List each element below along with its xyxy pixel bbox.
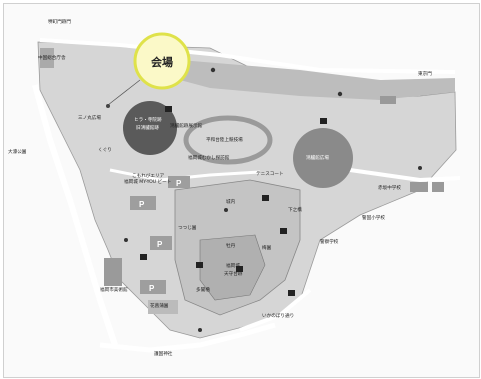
stadium-track — [183, 115, 273, 165]
label-center-small: 鴻臚館跡展示館 — [170, 124, 203, 129]
parking-area-1 — [130, 196, 156, 210]
label-top-left-building: 中国総合庁舎 — [38, 56, 66, 61]
road-south — [99, 322, 276, 353]
label-info-line2: 福岡城 MY-YOU ビート — [124, 180, 172, 185]
label-right-school2: 警察学校 — [320, 240, 339, 245]
parking-p-labels: P P P P — [139, 179, 182, 293]
venue-pointer-line — [107, 79, 141, 106]
label-tennis: テニスコート — [256, 172, 284, 177]
building-museum — [104, 258, 122, 286]
label-map-small3: 多聞櫓 — [196, 288, 210, 293]
svg-text:P: P — [157, 240, 163, 249]
label-tsutsuji: つつじ園 — [178, 226, 197, 231]
label-dark-circle: ヒラ・寺院跡 — [134, 118, 162, 123]
parking-area-2 — [150, 236, 172, 250]
label-right-circle: 鴻臚館広場 — [306, 156, 329, 161]
label-right-label: 警固小学校 — [362, 216, 385, 221]
label-tenshu: 天守台跡 — [224, 272, 243, 277]
label-left-facility: 福岡市美術館 — [100, 288, 128, 293]
toilet-markers — [140, 106, 327, 296]
label-center-building: 平和台陸上競技場 — [206, 138, 243, 143]
label-bottom-street: いかのぼり通り — [262, 314, 295, 319]
venue-label: 会場 — [151, 56, 173, 69]
label-center-small2: 福岡城むかし探訪館 — [188, 156, 230, 161]
label-peony: 牡丹 — [226, 244, 236, 249]
right-circle-area — [293, 128, 353, 188]
bottom-street-road — [239, 288, 312, 332]
label-left-square: 三ノ丸広場 — [78, 116, 101, 121]
parking-area-4 — [168, 176, 190, 188]
label-bottom-shrine: 護国神社 — [154, 352, 173, 357]
svg-text:P: P — [176, 179, 182, 188]
castle-core — [199, 234, 266, 301]
label-bottom-hall: 花菖蒲園 — [150, 304, 169, 309]
building-northwest — [40, 48, 54, 68]
label-kuguri: くぐり — [98, 148, 112, 153]
building-east-3 — [380, 96, 396, 104]
label-dark-circle-sub: 旧鴻臚館跡 — [136, 126, 159, 131]
stadium-field — [193, 124, 263, 156]
label-tenshu2: 福岡城 — [226, 264, 240, 269]
label-plum: 梅園 — [262, 246, 272, 251]
road-north — [39, 38, 456, 74]
label-left-road: 大濠公園 — [8, 150, 27, 155]
label-top-right: 東京門 — [418, 72, 432, 77]
building-south — [148, 300, 178, 314]
dark-circle-area — [123, 101, 177, 155]
label-map-small1: 城内 — [226, 200, 236, 205]
label-top-left-road: 堺町門跡門 — [48, 20, 71, 25]
label-map-small2: 下之橋 — [288, 208, 302, 213]
north-band — [180, 60, 455, 100]
label-info-line1: こもれびエリア — [132, 174, 165, 179]
venue-pointer-dot — [106, 104, 110, 108]
pin-markers — [124, 67, 422, 332]
label-right-school1: 赤坂中学校 — [378, 186, 401, 191]
venue-circle — [133, 32, 191, 90]
svg-text:P: P — [149, 284, 155, 293]
parking-area-3 — [140, 280, 166, 294]
building-east-1 — [410, 182, 428, 192]
building-east-2 — [432, 182, 444, 192]
svg-text:P: P — [139, 200, 145, 209]
road-west — [32, 84, 118, 346]
